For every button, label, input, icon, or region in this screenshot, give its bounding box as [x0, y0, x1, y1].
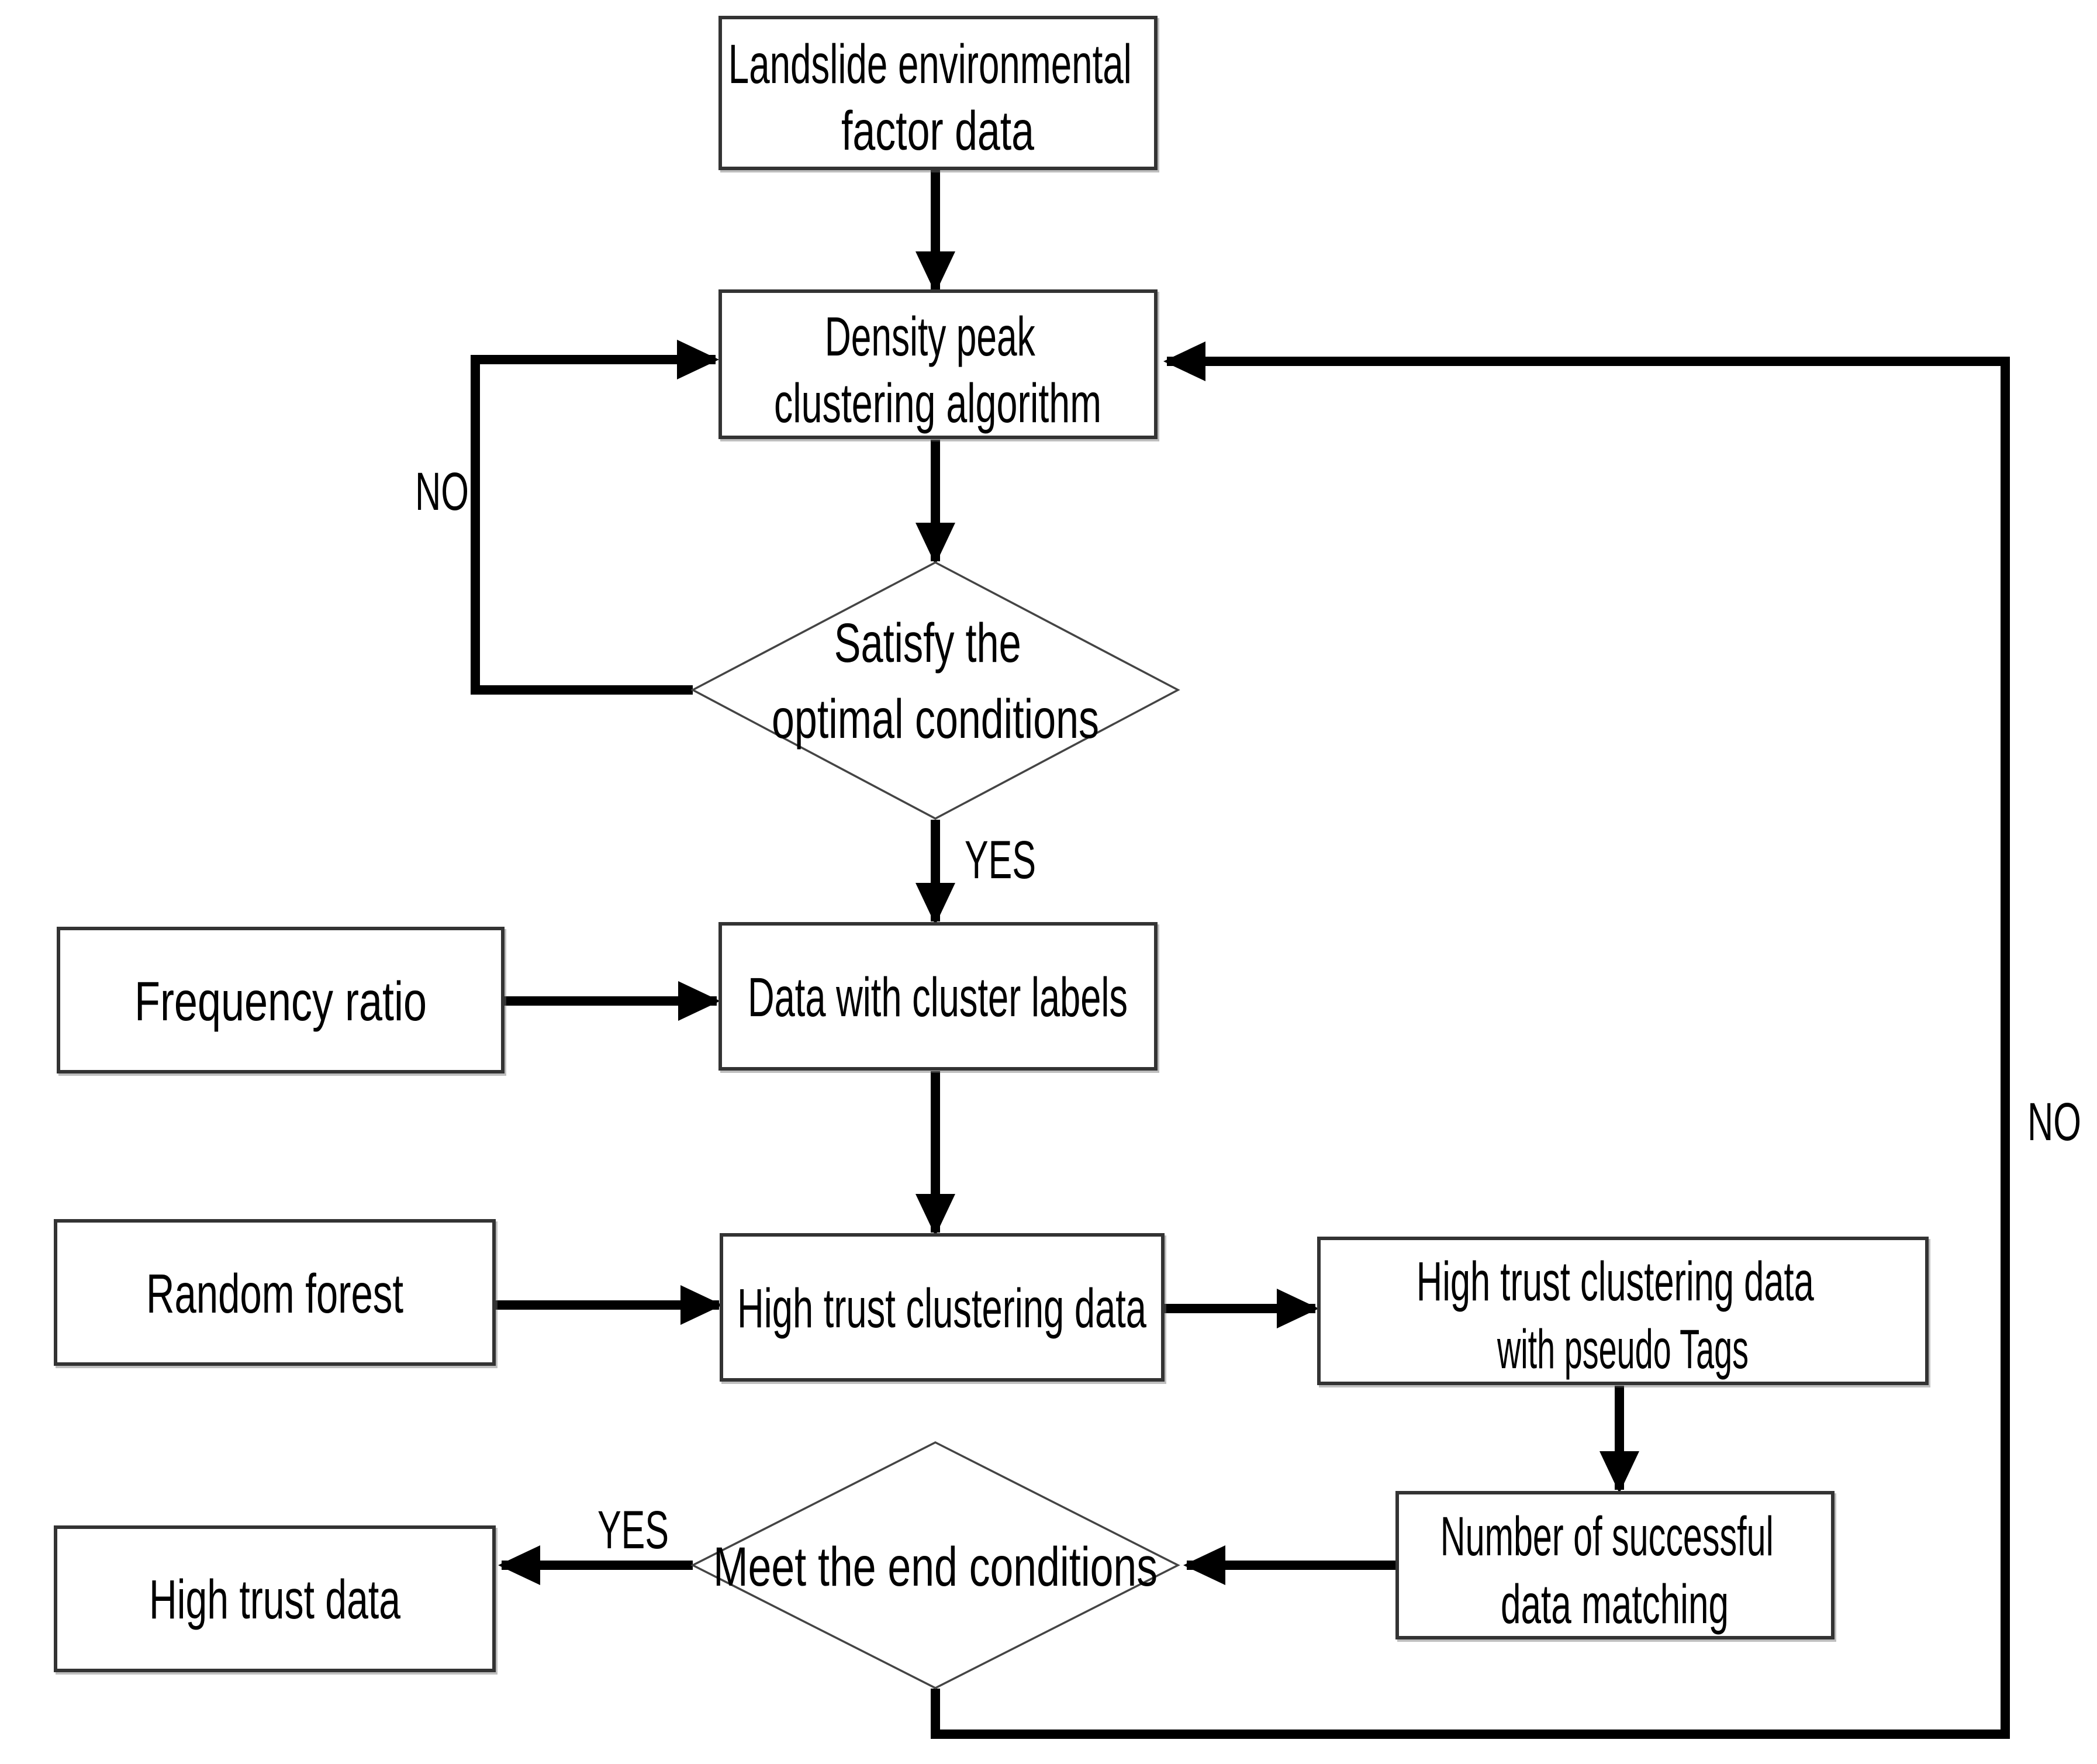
node-high-trust-data: High trust data [54, 1525, 496, 1672]
density-peak-label: Density peak clustering algorithm [774, 306, 1101, 434]
matching-count-box [1395, 1491, 1835, 1639]
node-cluster-labels: Data with cluster labels [718, 922, 1158, 1071]
node-high-trust-clustering: High trust clustering data [720, 1233, 1165, 1382]
random-forest-box [54, 1219, 496, 1366]
node-satisfy-optimal: Satisfy the optimal conditions [690, 561, 1180, 820]
node-random-forest: Random forest [54, 1219, 496, 1366]
edge-end-no-loop [931, 341, 2010, 1739]
node-frequency-ratio: Frequency ratio [57, 927, 505, 1073]
pseudo-tags-box [1317, 1237, 1929, 1385]
landslide-data-label: Landslide environmental factor data [728, 33, 1147, 162]
cluster-labels-label: Data with cluster labels [748, 966, 1128, 1028]
satisfy-optimal-label: Satisfy the optimal conditions [772, 612, 1099, 750]
matching-count-label: Number of successful data matching [1440, 1506, 1789, 1635]
label-optimal-no: NO [415, 462, 469, 522]
node-matching-count: Number of successful data matching [1395, 1491, 1835, 1639]
pseudo-tags-label: High trust clustering data with pseudo T… [1417, 1251, 1829, 1380]
edges [471, 170, 2010, 1739]
node-density-peak: Density peak clustering algorithm [718, 289, 1158, 439]
density-peak-box [718, 289, 1158, 439]
edge-optimal-no-loop [471, 340, 719, 695]
landslide-data-box [718, 16, 1158, 170]
cluster-labels-box [718, 922, 1158, 1071]
end-conditions-diamond [690, 1441, 1180, 1689]
high-trust-clustering-box [720, 1233, 1165, 1382]
edge-labels: NO YES YES NO [415, 462, 2081, 1560]
node-pseudo-tags: High trust clustering data with pseudo T… [1317, 1237, 1929, 1385]
frequency-ratio-label: Frequency ratio [134, 971, 427, 1033]
end-conditions-label: Meet the end conditions [713, 1536, 1158, 1598]
label-optimal-yes: YES [965, 830, 1036, 890]
label-end-yes: YES [597, 1500, 669, 1560]
frequency-ratio-box [57, 927, 505, 1073]
random-forest-label: Random forest [146, 1263, 403, 1325]
node-end-conditions: Meet the end conditions [690, 1441, 1180, 1689]
high-trust-data-box [54, 1525, 496, 1672]
high-trust-data-label: High trust data [149, 1569, 400, 1631]
satisfy-optimal-diamond [690, 561, 1180, 820]
high-trust-clustering-label: High trust clustering data [737, 1278, 1146, 1340]
node-landslide-data: Landslide environmental factor data [718, 16, 1158, 170]
label-end-no: NO [2027, 1092, 2081, 1152]
